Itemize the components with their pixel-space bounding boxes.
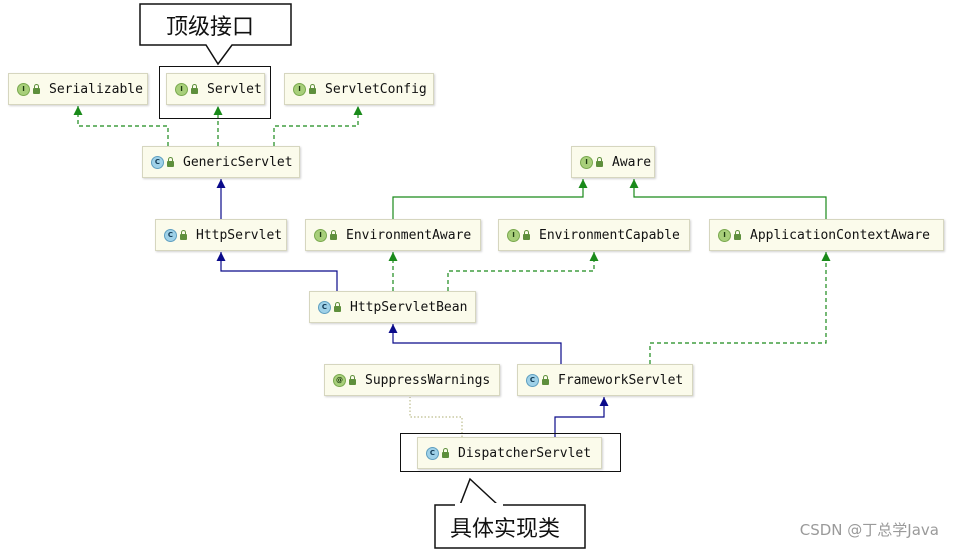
node-label: HttpServlet <box>196 227 283 243</box>
lock-icon <box>33 83 40 94</box>
edge-genericservlet-to-servletconfig <box>273 106 359 146</box>
arrowhead-genericservlet-to-servlet <box>213 106 223 115</box>
arrowhead-applicationcontextaware-to-aware <box>629 179 639 188</box>
node-environmentcapable[interactable]: I EnvironmentCapable <box>498 219 690 251</box>
callout-top-label: 顶级接口 <box>166 15 255 40</box>
node-label: Servlet <box>207 81 262 97</box>
dispatcher-highlight-frame <box>400 433 621 472</box>
lock-icon <box>191 83 198 94</box>
node-genericservlet[interactable]: C GenericServlet <box>142 146 300 178</box>
node-label: SuppressWarnings <box>365 372 491 388</box>
lock-icon <box>180 229 187 240</box>
interface-icon: I <box>580 155 593 169</box>
node-label: FrameworkServlet <box>558 372 684 388</box>
node-dispatcherservlet[interactable]: C DispatcherServlet <box>417 437 602 469</box>
lock-icon <box>442 447 449 458</box>
node-label: ApplicationContextAware <box>750 227 931 243</box>
arrowhead-dispatcherservlet-to-frameworkservlet <box>599 397 609 406</box>
servlet-highlight-frame <box>159 66 271 119</box>
interface-icon: I <box>507 228 520 242</box>
edge-dispatcherservlet-to-frameworkservlet <box>554 397 605 437</box>
lock-icon <box>309 83 316 94</box>
node-label: HttpServletBean <box>350 299 468 315</box>
node-label: Aware <box>612 154 652 170</box>
callout-bottom-label: 具体实现类 <box>450 517 561 542</box>
node-serializable[interactable]: I Serializable <box>8 73 148 105</box>
edge-frameworkservlet-to-httpservletbean <box>392 324 562 364</box>
class-icon: C <box>426 446 439 460</box>
lock-icon <box>334 301 341 312</box>
node-aware[interactable]: I Aware <box>571 146 655 178</box>
interface-icon: I <box>293 82 306 96</box>
arrowhead-httpservletbean-to-httpservlet <box>216 252 226 261</box>
node-label: EnvironmentAware <box>346 227 472 243</box>
edge-frameworkservlet-to-applicationcontextaware <box>649 252 827 364</box>
node-servlet[interactable]: I Servlet <box>166 73 265 105</box>
node-applicationcontextaware[interactable]: I ApplicationContextAware <box>709 219 944 251</box>
arrowhead-genericservlet-to-servletconfig <box>353 106 363 115</box>
node-label: GenericServlet <box>183 154 293 170</box>
lock-icon <box>349 374 356 385</box>
annotation-icon: @ <box>333 373 346 387</box>
node-httpservlet[interactable]: C HttpServlet <box>155 219 287 251</box>
lock-icon <box>523 229 530 240</box>
arrowhead-frameworkservlet-to-applicationcontextaware <box>821 252 831 261</box>
arrowhead-frameworkservlet-to-httpservletbean <box>388 324 398 333</box>
node-servletconfig[interactable]: I ServletConfig <box>284 73 434 105</box>
node-suppresswarnings[interactable]: @ SuppressWarnings <box>324 364 500 396</box>
node-label: Serializable <box>49 81 143 97</box>
interface-icon: I <box>718 228 731 242</box>
node-label: DispatcherServlet <box>458 445 592 461</box>
class-icon: C <box>164 228 177 242</box>
class-icon: C <box>526 373 539 387</box>
arrowhead-environmentaware-to-aware <box>578 179 588 188</box>
edge-dispatcherservlet-to-suppresswarnings <box>409 397 463 437</box>
lock-icon <box>596 156 603 167</box>
arrowhead-httpservletbean-to-environmentaware <box>388 252 398 261</box>
interface-icon: I <box>314 228 327 242</box>
class-icon: C <box>151 155 164 169</box>
node-httpservletbean[interactable]: C HttpServletBean <box>309 291 476 323</box>
interface-icon: I <box>175 82 188 96</box>
interface-icon: I <box>17 82 30 96</box>
node-label: ServletConfig <box>325 81 427 97</box>
edge-httpservletbean-to-httpservlet <box>220 252 338 291</box>
csdn-watermark: CSDN @丁总学Java <box>799 521 939 539</box>
arrowhead-genericservlet-to-serializable <box>73 106 83 115</box>
lock-icon <box>734 229 741 240</box>
node-frameworkservlet[interactable]: C FrameworkServlet <box>517 364 693 396</box>
lock-icon <box>167 156 174 167</box>
class-icon: C <box>318 300 331 314</box>
node-label: EnvironmentCapable <box>539 227 680 243</box>
edge-genericservlet-to-serializable <box>77 106 169 146</box>
arrowhead-httpservletbean-to-environmentcapable <box>589 252 599 261</box>
lock-icon <box>542 374 549 385</box>
lock-icon <box>330 229 337 240</box>
node-environmentaware[interactable]: I EnvironmentAware <box>305 219 481 251</box>
arrowhead-httpservlet-to-genericservlet <box>216 179 226 188</box>
edge-httpservletbean-to-environmentcapable <box>447 252 595 291</box>
